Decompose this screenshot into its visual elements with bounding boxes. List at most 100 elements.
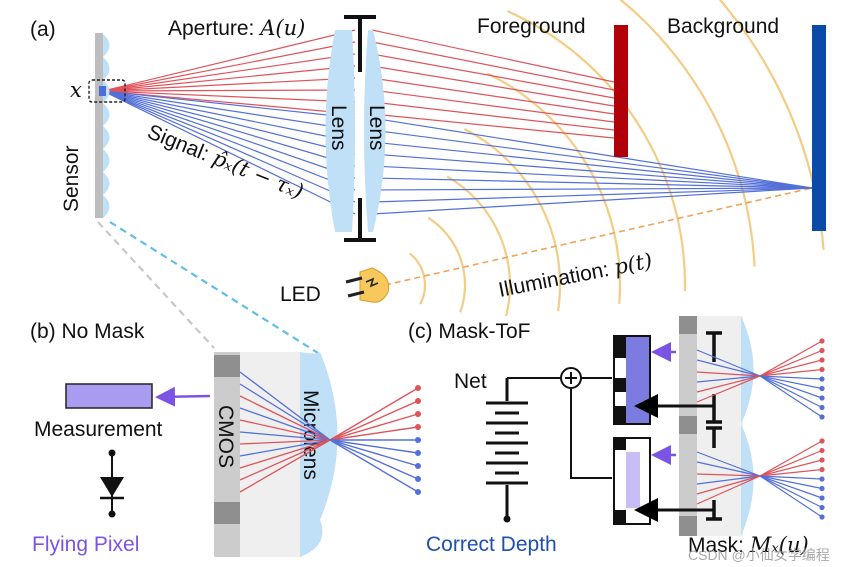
blue-ray-sensor — [102, 90, 356, 155]
mask-ray-endpoint — [819, 495, 825, 501]
mask-ray-endpoint — [819, 447, 825, 454]
red-ray-foreground — [371, 113, 615, 139]
mask-ray-scene — [759, 349, 823, 377]
blue-ray-cmos — [239, 371, 331, 441]
red-ray-sensor — [102, 89, 356, 92]
blue-ray-sensor — [102, 90, 356, 215]
mask-ray-sensor — [696, 451, 761, 477]
illumination-waves — [409, 0, 825, 317]
zoom-line-gray — [97, 221, 215, 349]
red-ray-cmos — [239, 439, 331, 469]
mask-ray-endpoint — [819, 357, 825, 363]
mask-ray-sensor — [696, 475, 761, 505]
red-ray-scene — [329, 426, 419, 441]
lens-left-label: Lens — [327, 105, 350, 151]
blue-ray-cmos — [239, 439, 331, 457]
measurement-arrow — [155, 386, 211, 407]
red-ray-scene — [329, 400, 419, 441]
mask-ray-sensor — [696, 375, 761, 403]
pixel-x-label: x — [70, 78, 82, 102]
illumination-path — [384, 187, 813, 286]
blue-ray-background — [371, 187, 813, 203]
sum-node — [560, 367, 582, 389]
mask-ray-scene — [759, 375, 823, 399]
blue-ray-scene — [329, 439, 419, 493]
blue-ray-endpoint — [415, 463, 421, 469]
cmos-label: CMOS — [214, 405, 237, 468]
blue-ray-sensor — [102, 90, 356, 131]
lens-right — [364, 30, 386, 232]
blue-ray-background — [371, 165, 813, 189]
blue-ray-background — [371, 129, 813, 189]
zoom-line-blue — [109, 221, 319, 354]
red-ray-cmos — [239, 395, 331, 441]
mask-ray-sensor — [696, 375, 761, 383]
mask-ray-scene — [759, 359, 823, 377]
mask-ray-scene — [759, 375, 823, 409]
wave-arc — [446, 175, 512, 317]
mask-ray-endpoint — [819, 366, 825, 373]
flying-pixel-label: Flying Pixel — [32, 533, 139, 556]
blue-ray-background — [371, 187, 813, 191]
signal-rays — [102, 29, 813, 215]
mask-ray-sensor — [696, 349, 761, 377]
blue-ray-background — [371, 117, 813, 189]
mask-ray-endpoint — [819, 395, 825, 401]
red-ray-foreground — [371, 65, 615, 107]
sensor-lenslet — [103, 172, 110, 195]
watermark: CSDN @小仙女学编程 — [688, 547, 830, 563]
pixel-x — [99, 86, 106, 96]
diode-symbol — [100, 449, 124, 518]
mask-ray-endpoint — [819, 347, 825, 354]
correct-depth-label: Correct Depth — [426, 533, 557, 556]
wave-arc — [427, 216, 467, 313]
mask-label: Mask: Mₓ(u) — [688, 533, 809, 557]
red-ray-foreground — [371, 53, 615, 99]
blue-ray-sensor — [102, 90, 356, 191]
blue-ray-scene — [329, 439, 419, 454]
mask-ray-scene — [759, 475, 823, 509]
blue-ray-cmos — [239, 407, 331, 441]
mask-ray-sensor — [696, 375, 761, 393]
blue-ray-cmos — [239, 383, 331, 441]
blue-ray-sensor — [102, 90, 356, 179]
pixel-highlight-box — [88, 79, 126, 103]
red-ray-endpoint — [415, 411, 421, 417]
wiring — [507, 377, 612, 479]
panel-c-label: (c) Mask-ToF — [408, 320, 531, 343]
mask-ray-sensor — [696, 473, 761, 477]
blue-ray-background — [371, 153, 813, 189]
mask-ray-sensor — [696, 461, 761, 477]
mask-ray-scene — [759, 475, 823, 499]
mask-ray-scene — [759, 368, 823, 377]
mask-ray-scene — [759, 468, 823, 477]
panel-b-label: (b) No Mask — [30, 320, 145, 343]
microlens-b — [300, 352, 338, 557]
mask-ray-sensor — [696, 371, 761, 377]
mask-ray-sensor — [696, 359, 761, 377]
blue-ray-sensor — [102, 90, 356, 143]
wave-arc — [507, 10, 687, 292]
mask-ray-endpoint — [819, 385, 825, 392]
red-ray-foreground — [371, 77, 615, 115]
illumination-label: Illumination: p(t) — [496, 249, 654, 302]
red-ray-foreground — [371, 89, 615, 123]
red-ray-scene — [329, 387, 419, 441]
mask-ray-scene — [759, 440, 823, 477]
mask-ray-scene — [759, 475, 823, 518]
net-symbol — [486, 378, 528, 518]
cmos-block — [214, 352, 302, 557]
mask-rays — [696, 338, 825, 520]
mask-ray-scene — [759, 375, 823, 380]
red-ray-sensor — [102, 65, 356, 92]
blue-ray-cmos — [239, 431, 331, 441]
mask-ray-endpoint — [819, 466, 825, 473]
blue-ray-endpoint — [415, 437, 421, 443]
led-label: LED — [280, 283, 321, 306]
mask-ray-endpoint — [819, 376, 825, 382]
red-ray-endpoint — [415, 424, 421, 430]
blue-ray-sensor — [102, 90, 356, 119]
mask-ray-sensor — [696, 475, 761, 495]
mask-ray-endpoint — [819, 457, 825, 463]
